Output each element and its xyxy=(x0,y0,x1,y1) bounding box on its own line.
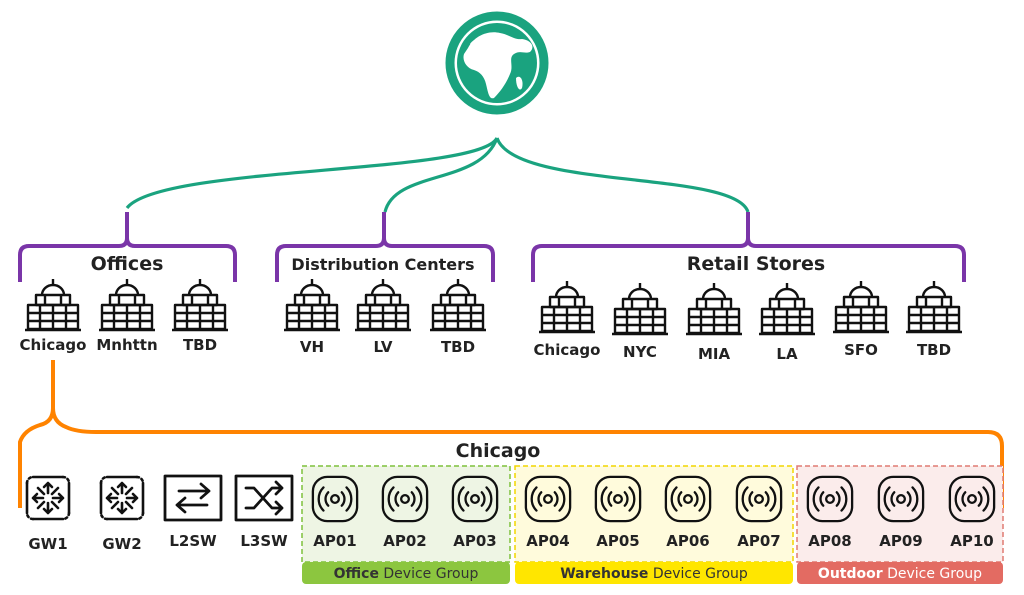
site-label[interactable]: TBD xyxy=(183,336,217,354)
building-icon xyxy=(759,281,815,336)
ap-label: AP03 xyxy=(453,532,496,550)
gateway-icon[interactable] xyxy=(99,475,145,521)
l2-switch-icon[interactable] xyxy=(163,474,223,522)
distribution-title: Distribution Centers xyxy=(291,255,474,274)
ap-label: AP08 xyxy=(808,532,851,550)
building-icon xyxy=(906,279,962,334)
office-device-group[interactable] xyxy=(301,465,511,584)
globe-icon xyxy=(445,11,549,115)
retail-title: Retail Stores xyxy=(687,253,825,275)
chicago-bracket xyxy=(18,360,1004,508)
distribution-bracket xyxy=(275,212,495,282)
building-icon xyxy=(284,277,340,332)
ap-label: AP10 xyxy=(950,532,993,550)
l3-switch-icon[interactable] xyxy=(234,474,294,522)
ap-label: AP09 xyxy=(879,532,922,550)
gateway-icon[interactable] xyxy=(25,475,71,521)
device-label: L2SW xyxy=(169,532,217,550)
root-connectors xyxy=(125,137,750,213)
site-label[interactable]: SFO xyxy=(844,341,878,359)
site-label[interactable]: TBD xyxy=(917,341,951,359)
site-label[interactable]: LA xyxy=(776,345,798,363)
office-group-label: Office Device Group xyxy=(334,566,479,582)
site-label[interactable]: Chicago xyxy=(534,341,601,359)
building-icon xyxy=(99,277,155,332)
offices-bracket xyxy=(18,212,237,282)
site-label[interactable]: LV xyxy=(373,338,392,356)
building-icon xyxy=(686,281,742,336)
device-label: GW1 xyxy=(28,535,67,553)
building-icon xyxy=(539,279,595,334)
ap-label: AP06 xyxy=(666,532,709,550)
site-label[interactable]: NYC xyxy=(623,343,657,361)
site-label[interactable]: Chicago xyxy=(20,336,87,354)
site-label[interactable]: TBD xyxy=(441,338,475,356)
site-label[interactable]: Mnhttn xyxy=(96,336,157,354)
ap-label: AP05 xyxy=(596,532,639,550)
warehouse-device-group[interactable] xyxy=(514,465,794,584)
ap-label: AP02 xyxy=(383,532,426,550)
warehouse-group-label: Warehouse Device Group xyxy=(560,566,748,582)
ap-label: AP04 xyxy=(526,532,569,550)
ap-label: AP07 xyxy=(737,532,780,550)
building-icon xyxy=(430,277,486,332)
building-icon xyxy=(833,279,889,334)
site-label[interactable]: MIA xyxy=(698,345,731,363)
offices-title: Offices xyxy=(91,253,164,275)
ap-label: AP01 xyxy=(313,532,356,550)
building-icon xyxy=(172,277,228,332)
retail-bracket xyxy=(531,212,966,282)
chicago-detail-title: Chicago xyxy=(456,440,541,462)
building-icon xyxy=(355,277,411,332)
device-label: GW2 xyxy=(102,535,141,553)
device-label: L3SW xyxy=(240,532,288,550)
outdoor-group-label: Outdoor Device Group xyxy=(818,566,982,582)
building-icon xyxy=(612,281,668,336)
outdoor-device-group[interactable] xyxy=(796,465,1004,584)
building-icon xyxy=(25,277,81,332)
site-label[interactable]: VH xyxy=(300,338,324,356)
